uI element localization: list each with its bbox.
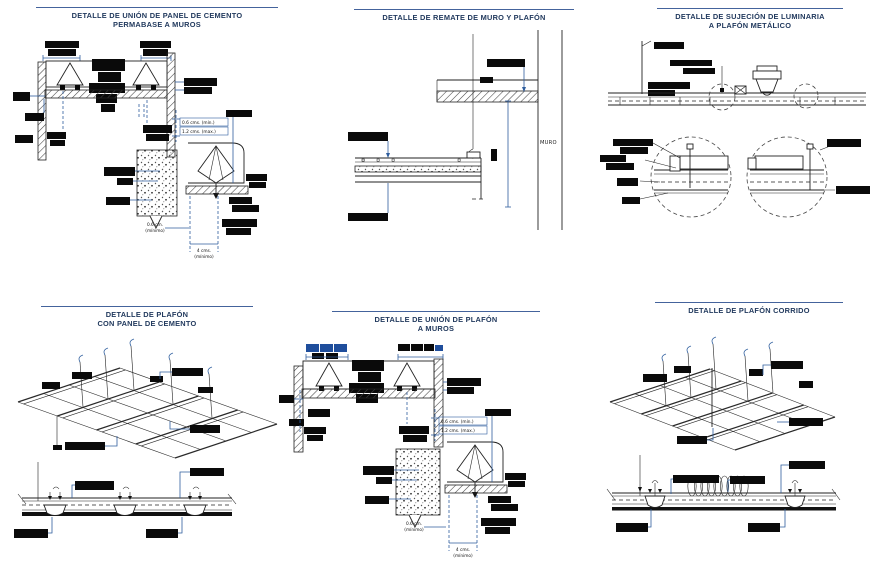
hanger-clip	[132, 62, 160, 86]
detail-4-drawing	[14, 339, 277, 538]
slab-hatch	[436, 90, 539, 103]
detail-1-drawing: 0.6 cms. (mín.) 1.2 cms. (max.) 0.6 cm. …	[13, 41, 267, 260]
detail-5-title-line1: DETALLE DE UNIÓN DE PLAFÓN	[374, 314, 498, 324]
wall-hatch-left	[293, 365, 304, 453]
callout-detail-left	[639, 136, 732, 218]
muro-label: MURO	[540, 140, 557, 146]
dim-min-label: 0.6 cms. (mín.)	[182, 119, 215, 126]
callout-detail-right	[746, 136, 839, 218]
wall-hatch-left	[37, 61, 47, 161]
concrete-wall-stipple	[395, 448, 441, 516]
dim-edge-sub: (mínimo)	[194, 253, 214, 260]
wall-hatch-right	[433, 358, 444, 448]
detail-6-title: DETALLE DE PLAFÓN CORRIDO	[651, 302, 847, 315]
detail-1-title-line1: DETALLE DE UNIÓN DE PANEL DE CEMENTO	[71, 10, 243, 20]
callout-circle-small	[793, 83, 819, 109]
plafon-section-strip	[606, 455, 841, 532]
tee-clip	[644, 480, 666, 508]
suspension-clip-detail	[447, 441, 504, 483]
hanger-clip	[315, 362, 343, 387]
detail-6-title-line1: DETALLE DE PLAFÓN CORRIDO	[688, 305, 810, 315]
detail-1-title-line2: PERMABASE A MUROS	[113, 20, 201, 30]
junction-box	[734, 85, 747, 95]
detail-4-title-line2: CON PANEL DE CEMENTO	[97, 319, 197, 329]
detail-5-title: DETALLE DE UNIÓN DE PLAFÓN A MUROS	[328, 311, 544, 334]
detail-4-title-line1: DETALLE DE PLAFÓN	[105, 309, 189, 319]
dim-gap-sub: (mínimo)	[145, 227, 165, 234]
detail-3-title-line1: DETALLE DE SUJECIÓN DE LUMINARIA	[675, 11, 825, 21]
hanger-wires	[661, 336, 774, 407]
title-overline	[655, 302, 843, 303]
hanger-clip	[56, 62, 84, 86]
title-overline	[41, 306, 253, 307]
dim-gap-label: 0.6 cm.	[406, 521, 422, 527]
detail-6-drawing	[606, 336, 841, 532]
detail-5-drawing: 0.6 cms. (mín.) 1.2 cms. (max.) 0.6 cm. …	[279, 344, 526, 559]
dim-edge-label: 4 cms.	[197, 248, 211, 254]
dim-min-label: 0.6 cms. (mín.)	[441, 418, 474, 425]
detail-4-title: DETALLE DE PLAFÓN CON PANEL DE CEMENTO	[37, 306, 257, 329]
ceiling-grid-isometric	[610, 369, 835, 450]
panel-core	[354, 165, 482, 173]
detail-2-title: DETALLE DE REMATE DE MURO Y PLAFÓN	[350, 9, 578, 22]
detail-2-title-line1: DETALLE DE REMATE DE MURO Y PLAFÓN	[382, 12, 546, 22]
tee-clip	[43, 486, 67, 516]
detail-2-drawing: MURO	[348, 30, 563, 230]
dim-max-label: 1.2 cms. (max.)	[182, 129, 216, 135]
hanger-wires	[53, 338, 213, 450]
plafon-section-strip	[14, 462, 237, 538]
title-overline	[332, 311, 540, 312]
hanger-clip	[393, 362, 421, 387]
detail-3-title: DETALLE DE SUJECIÓN DE LUMINARIA A PLAFÓ…	[653, 8, 847, 31]
plafon-hatch	[301, 388, 436, 399]
dim-max-label: 1.2 cms. (max.)	[441, 428, 475, 434]
detail-3-title-line2: A PLAFÓN METÁLICO	[708, 21, 792, 31]
tee-clip	[784, 480, 806, 508]
title-overline	[657, 8, 843, 9]
ceiling-grid-isometric	[18, 368, 277, 458]
dim-edge-sub: (mínimo)	[453, 552, 473, 559]
luminaire-fixture	[752, 65, 782, 96]
tee-clip	[113, 486, 137, 516]
detail-3-drawing	[600, 40, 870, 218]
detail-5-title-line2: A MUROS	[417, 324, 455, 334]
detail-1-title: DETALLE DE UNIÓN DE PANEL DE CEMENTO PER…	[32, 7, 282, 30]
dim-gap-label: 0.6 cm.	[147, 222, 163, 228]
dim-edge-label: 4 cms.	[456, 547, 470, 553]
redacted-annotation-blue	[306, 344, 319, 352]
tee-clip	[183, 486, 207, 516]
redacted-annotation	[45, 41, 79, 48]
plafon-hatch	[44, 89, 168, 99]
concrete-wall-stipple	[136, 149, 178, 217]
wall-hatch-right	[166, 52, 176, 158]
title-overline	[354, 9, 574, 10]
title-overline	[36, 7, 278, 8]
dim-gap-sub: (mínimo)	[404, 526, 424, 533]
callout-circle-small	[708, 83, 736, 111]
suspension-clip-detail	[188, 142, 245, 184]
